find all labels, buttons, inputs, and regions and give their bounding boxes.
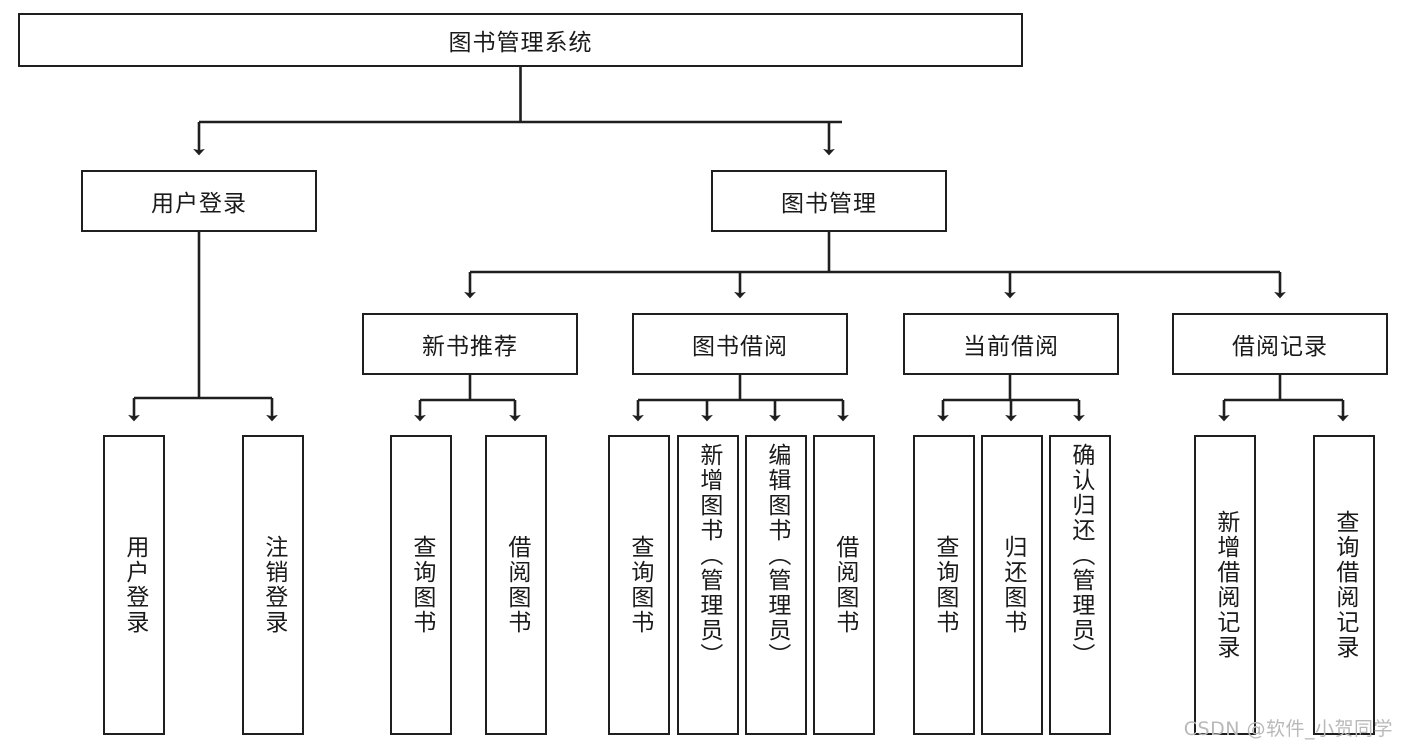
node-label: 用户登录 [151, 191, 247, 217]
node-label: 当前借阅 [963, 334, 1059, 360]
node-current-borrow[interactable]: 当前借阅 [903, 313, 1119, 375]
node-label: 新增借阅记录 [1212, 510, 1239, 660]
node-label: 查询图书 [408, 535, 435, 635]
leaf-borrow-book-recommend[interactable]: 借阅图书 [485, 435, 547, 735]
node-label: 图书管理 [781, 191, 877, 217]
leaf-user-login[interactable]: 用户登录 [103, 435, 165, 735]
node-new-book-recommend[interactable]: 新书推荐 [362, 313, 578, 375]
leaf-query-book-borrow[interactable]: 查询图书 [608, 435, 670, 735]
node-label: 编辑图书（管理员） [763, 443, 790, 668]
node-borrow-record[interactable]: 借阅记录 [1172, 313, 1388, 375]
node-label: 新书推荐 [422, 334, 518, 360]
leaf-return-book[interactable]: 归还图书 [981, 435, 1043, 735]
node-book-borrow[interactable]: 图书借阅 [632, 313, 848, 375]
node-label: 新增图书（管理员） [695, 443, 722, 668]
leaf-add-borrow-record[interactable]: 新增借阅记录 [1194, 435, 1256, 735]
node-label: 查询图书 [626, 535, 653, 635]
leaf-confirm-return-admin[interactable]: 确认归还（管理员） [1049, 435, 1111, 735]
node-root[interactable]: 图书管理系统 [18, 13, 1023, 67]
node-book-management[interactable]: 图书管理 [711, 170, 947, 232]
node-label: 借阅记录 [1232, 334, 1328, 360]
node-label: 借阅图书 [831, 535, 858, 635]
node-label: 查询借阅记录 [1331, 510, 1358, 660]
leaf-borrow-book[interactable]: 借阅图书 [813, 435, 875, 735]
node-label: 图书管理系统 [448, 30, 593, 56]
leaf-add-book-admin[interactable]: 新增图书（管理员） [677, 435, 739, 735]
node-label: 查询图书 [931, 535, 958, 635]
node-label: 归还图书 [999, 535, 1026, 635]
leaf-query-borrow-record[interactable]: 查询借阅记录 [1313, 435, 1375, 735]
leaf-query-book-recommend[interactable]: 查询图书 [390, 435, 452, 735]
leaf-logout[interactable]: 注销登录 [242, 435, 304, 735]
node-label: 用户登录 [121, 535, 148, 635]
watermark: CSDN @软件_小贺同学 [1183, 718, 1393, 740]
leaf-query-book-current[interactable]: 查询图书 [913, 435, 975, 735]
node-label: 注销登录 [260, 535, 287, 635]
node-label: 确认归还（管理员） [1067, 443, 1094, 668]
node-label: 图书借阅 [692, 334, 788, 360]
leaf-edit-book-admin[interactable]: 编辑图书（管理员） [745, 435, 807, 735]
node-label: 借阅图书 [503, 535, 530, 635]
node-user-login[interactable]: 用户登录 [81, 170, 317, 232]
